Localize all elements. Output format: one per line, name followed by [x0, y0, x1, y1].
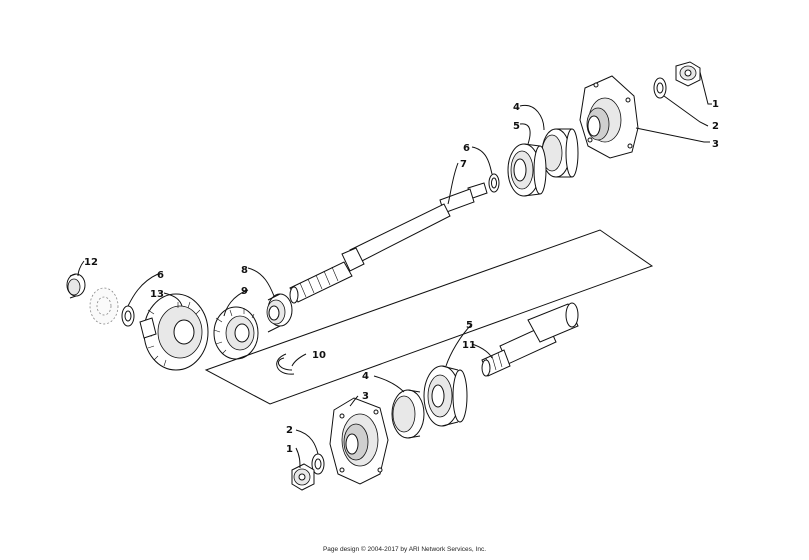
- callout-10: 10: [312, 350, 326, 361]
- callout-7: 7: [460, 159, 467, 170]
- seal-bottom: [391, 389, 425, 439]
- callout-2-top: 2: [712, 121, 719, 132]
- callout-8: 8: [241, 265, 248, 276]
- bearing-bottom: [423, 365, 468, 427]
- leader-lines: [77, 71, 712, 469]
- washer-top: [653, 77, 667, 99]
- callout-6-left: 6: [157, 270, 164, 281]
- nut-top: [675, 61, 701, 87]
- bushing: [66, 273, 86, 299]
- callout-3-top: 3: [712, 139, 719, 150]
- output-shaft: [481, 302, 579, 377]
- large-gear: [139, 293, 209, 371]
- bearing-left: [266, 293, 293, 333]
- axle-shaft: [289, 182, 488, 304]
- hub-flange-top: [579, 75, 639, 159]
- callout-13: 13: [150, 289, 164, 300]
- nut-bottom: [291, 463, 315, 491]
- hub-flange-bottom: [329, 397, 389, 485]
- callout-5-bottom: 5: [466, 320, 473, 331]
- callout-12: 12: [84, 257, 98, 268]
- bevel-gear: [213, 306, 259, 360]
- callout-11: 11: [462, 340, 476, 351]
- copyright-footer: Page design © 2004-2017 by ARI Network S…: [322, 546, 487, 553]
- callout-1-top: 1: [712, 99, 719, 110]
- snap-ring: [276, 353, 295, 375]
- callout-2-bottom: 2: [286, 425, 293, 436]
- callout-4-top: 4: [513, 102, 520, 113]
- seal-top: [541, 128, 579, 178]
- housing-outline: [204, 229, 654, 405]
- callout-9: 9: [241, 286, 248, 297]
- callout-4-bottom: 4: [362, 371, 369, 382]
- callout-6-top: 6: [463, 143, 470, 154]
- washer-bottom: [311, 453, 325, 475]
- washer-left: [121, 305, 135, 327]
- bearing-top: [507, 143, 547, 197]
- bearing-hidden: [89, 287, 119, 325]
- callout-5-top: 5: [513, 121, 520, 132]
- callout-3-bottom: 3: [362, 391, 369, 402]
- washer-small-top: [488, 173, 500, 193]
- callout-1-bottom: 1: [286, 444, 293, 455]
